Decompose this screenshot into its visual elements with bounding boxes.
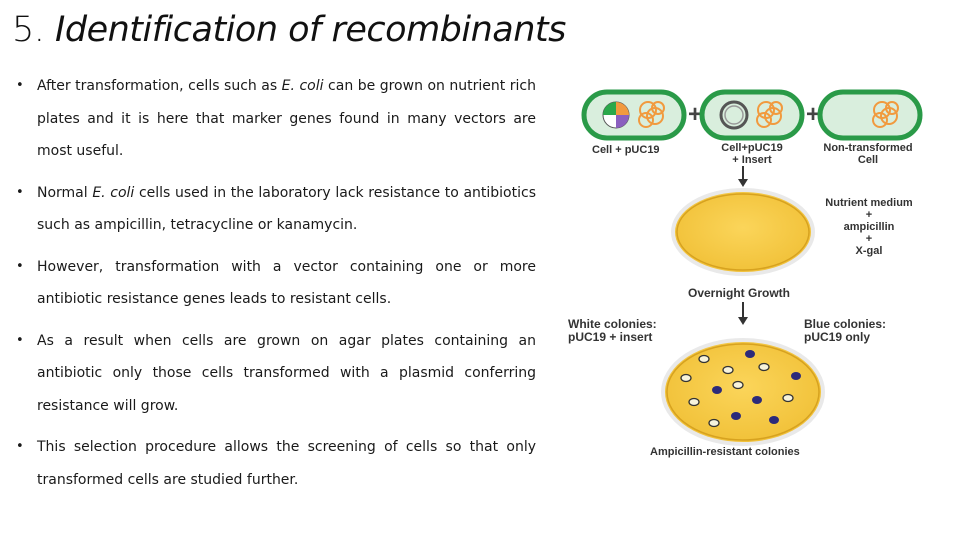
bullet-item: This selection procedure allows the scre… <box>16 431 536 496</box>
bullet-text: can be grown on nutrient rich plates and… <box>37 78 536 159</box>
plus-sign-1: + <box>688 101 702 128</box>
slide-title: 5. Identification of recombinants <box>12 10 566 50</box>
label-white-colonies: White colonies: pUC19 + insert <box>568 318 657 344</box>
label-line: + Insert <box>732 154 772 166</box>
bullet-list: After transformation, cells such as E. c… <box>16 70 536 505</box>
label-ampicillin-resistant: Ampicillin-resistant colonies <box>650 446 800 458</box>
figure-drawing: + + <box>581 89 923 446</box>
recombinant-screening-figure: + + <box>560 80 940 480</box>
bullet-text: Normal <box>37 184 93 201</box>
bullet-text: cells used in the laboratory lack resist… <box>37 184 536 234</box>
label-line: pUC19 only <box>804 330 871 344</box>
plasmid-ring-icon <box>719 100 749 130</box>
label-line: Blue colonies: <box>804 317 887 331</box>
plasmid-pie-icon <box>602 101 630 129</box>
label-line: Cell <box>857 154 879 166</box>
bullet-item: After transformation, cells such as E. c… <box>16 70 536 168</box>
label-line: X-gal <box>855 245 883 257</box>
colony-plate <box>661 338 825 446</box>
chromosome-coil-icon <box>872 101 899 128</box>
non-transformed-cell <box>817 89 923 141</box>
label-non-transformed: Non-transformed Cell <box>812 142 924 166</box>
italic-term: E. coli <box>281 78 324 94</box>
cell-with-puc19-insert <box>699 89 805 141</box>
label-line: Nutrient medium <box>825 197 913 209</box>
label-line: + <box>865 233 873 245</box>
plus-sign-2: + <box>806 101 820 128</box>
label-line: + <box>865 209 873 221</box>
label-cell-puc19-insert: Cell+pUC19 + Insert <box>710 142 794 166</box>
italic-term: E. coli <box>92 184 135 201</box>
label-overnight-growth: Overnight Growth <box>688 286 790 300</box>
blue-colonies <box>712 350 801 424</box>
bullet-text: After transformation, cells such as <box>37 78 282 94</box>
bullet-item: However, transformation with a vector co… <box>16 251 536 316</box>
title-number: 5. <box>12 10 56 50</box>
arrow-down-icon <box>738 166 748 187</box>
title-text: Identification of recombinants <box>55 10 566 50</box>
label-line: Cell+pUC19 <box>721 142 783 154</box>
bullet-item: Normal E. coli cells used in the laborat… <box>16 177 536 242</box>
chromosome-coil-icon <box>756 101 783 128</box>
chromosome-coil-icon <box>638 101 665 128</box>
bullet-text: However, transformation with a vector co… <box>37 258 536 308</box>
label-line: Non-transformed <box>823 142 913 154</box>
bullet-item: As a result when cells are grown on agar… <box>16 325 536 423</box>
label-cell-puc19: Cell + pUC19 <box>592 144 660 156</box>
label-line: pUC19 + insert <box>568 330 653 344</box>
nutrient-plate <box>671 188 815 276</box>
label-nutrient-medium: Nutrient medium + ampicillin + X-gal <box>814 197 924 257</box>
bullet-text: As a result when cells are grown on agar… <box>37 332 536 414</box>
arrow-down-icon <box>738 302 748 325</box>
cell-with-puc19 <box>581 89 687 141</box>
label-line: ampicillin <box>843 221 895 233</box>
white-colonies <box>680 354 794 428</box>
bullet-text: This selection procedure allows the scre… <box>37 439 536 488</box>
label-blue-colonies: Blue colonies: pUC19 only <box>804 318 886 344</box>
label-line: White colonies: <box>568 317 657 331</box>
